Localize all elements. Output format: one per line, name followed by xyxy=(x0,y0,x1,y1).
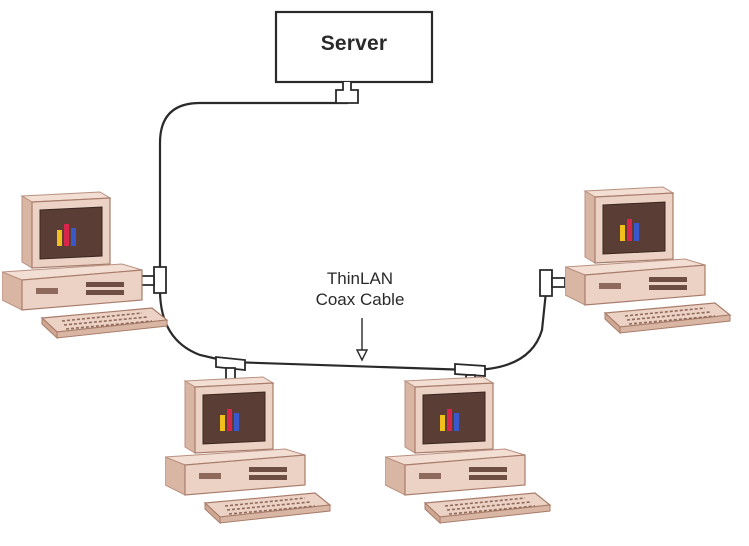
server-label: Server xyxy=(320,32,388,55)
workstation-right xyxy=(565,186,731,334)
workstation-bottom-right xyxy=(385,376,551,524)
server-box xyxy=(274,10,434,84)
coax-cable xyxy=(158,95,549,372)
workstation-left xyxy=(2,191,168,339)
cable-label-line1: ThinLAN xyxy=(326,269,394,288)
server-connector xyxy=(335,82,359,104)
server xyxy=(274,10,434,104)
cable-label-arrow xyxy=(355,318,369,362)
t-connector-left xyxy=(139,266,167,294)
workstation-bottom-left xyxy=(165,376,331,524)
cable-label-line2: Coax Cable xyxy=(315,290,405,309)
t-connector-right xyxy=(539,269,566,297)
